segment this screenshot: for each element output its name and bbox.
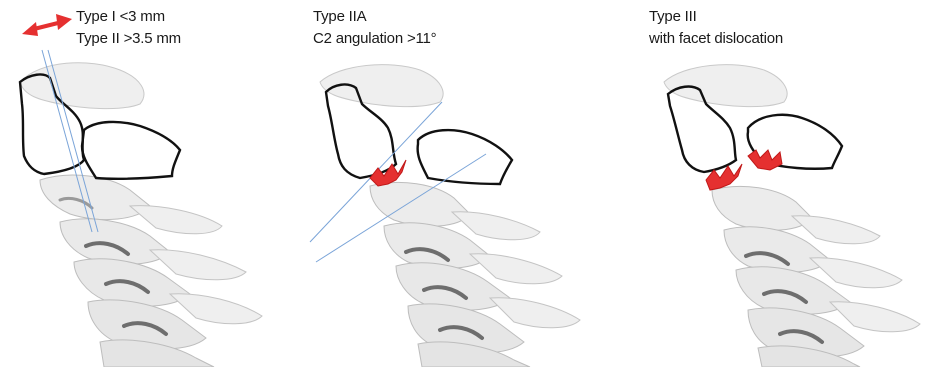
vertebra-column (664, 65, 920, 367)
panel-type-i-ii: Type I <3 mm Type II >3.5 mm (0, 0, 300, 367)
panel-type-iia: Type IIA C2 angulation >11° (300, 0, 620, 367)
vertebra-column (20, 63, 262, 367)
spine-illustration (300, 0, 620, 367)
spine-illustration (620, 0, 944, 367)
double-arrow-icon (22, 14, 72, 36)
lateral-mass-outline (418, 130, 512, 184)
vertebra-column (320, 65, 580, 367)
panel-type-iii: Type III with facet dislocation (620, 0, 944, 367)
lateral-mass-outline (82, 122, 180, 179)
spine-illustration (0, 0, 300, 367)
facet-dislocation-mark (748, 150, 782, 170)
